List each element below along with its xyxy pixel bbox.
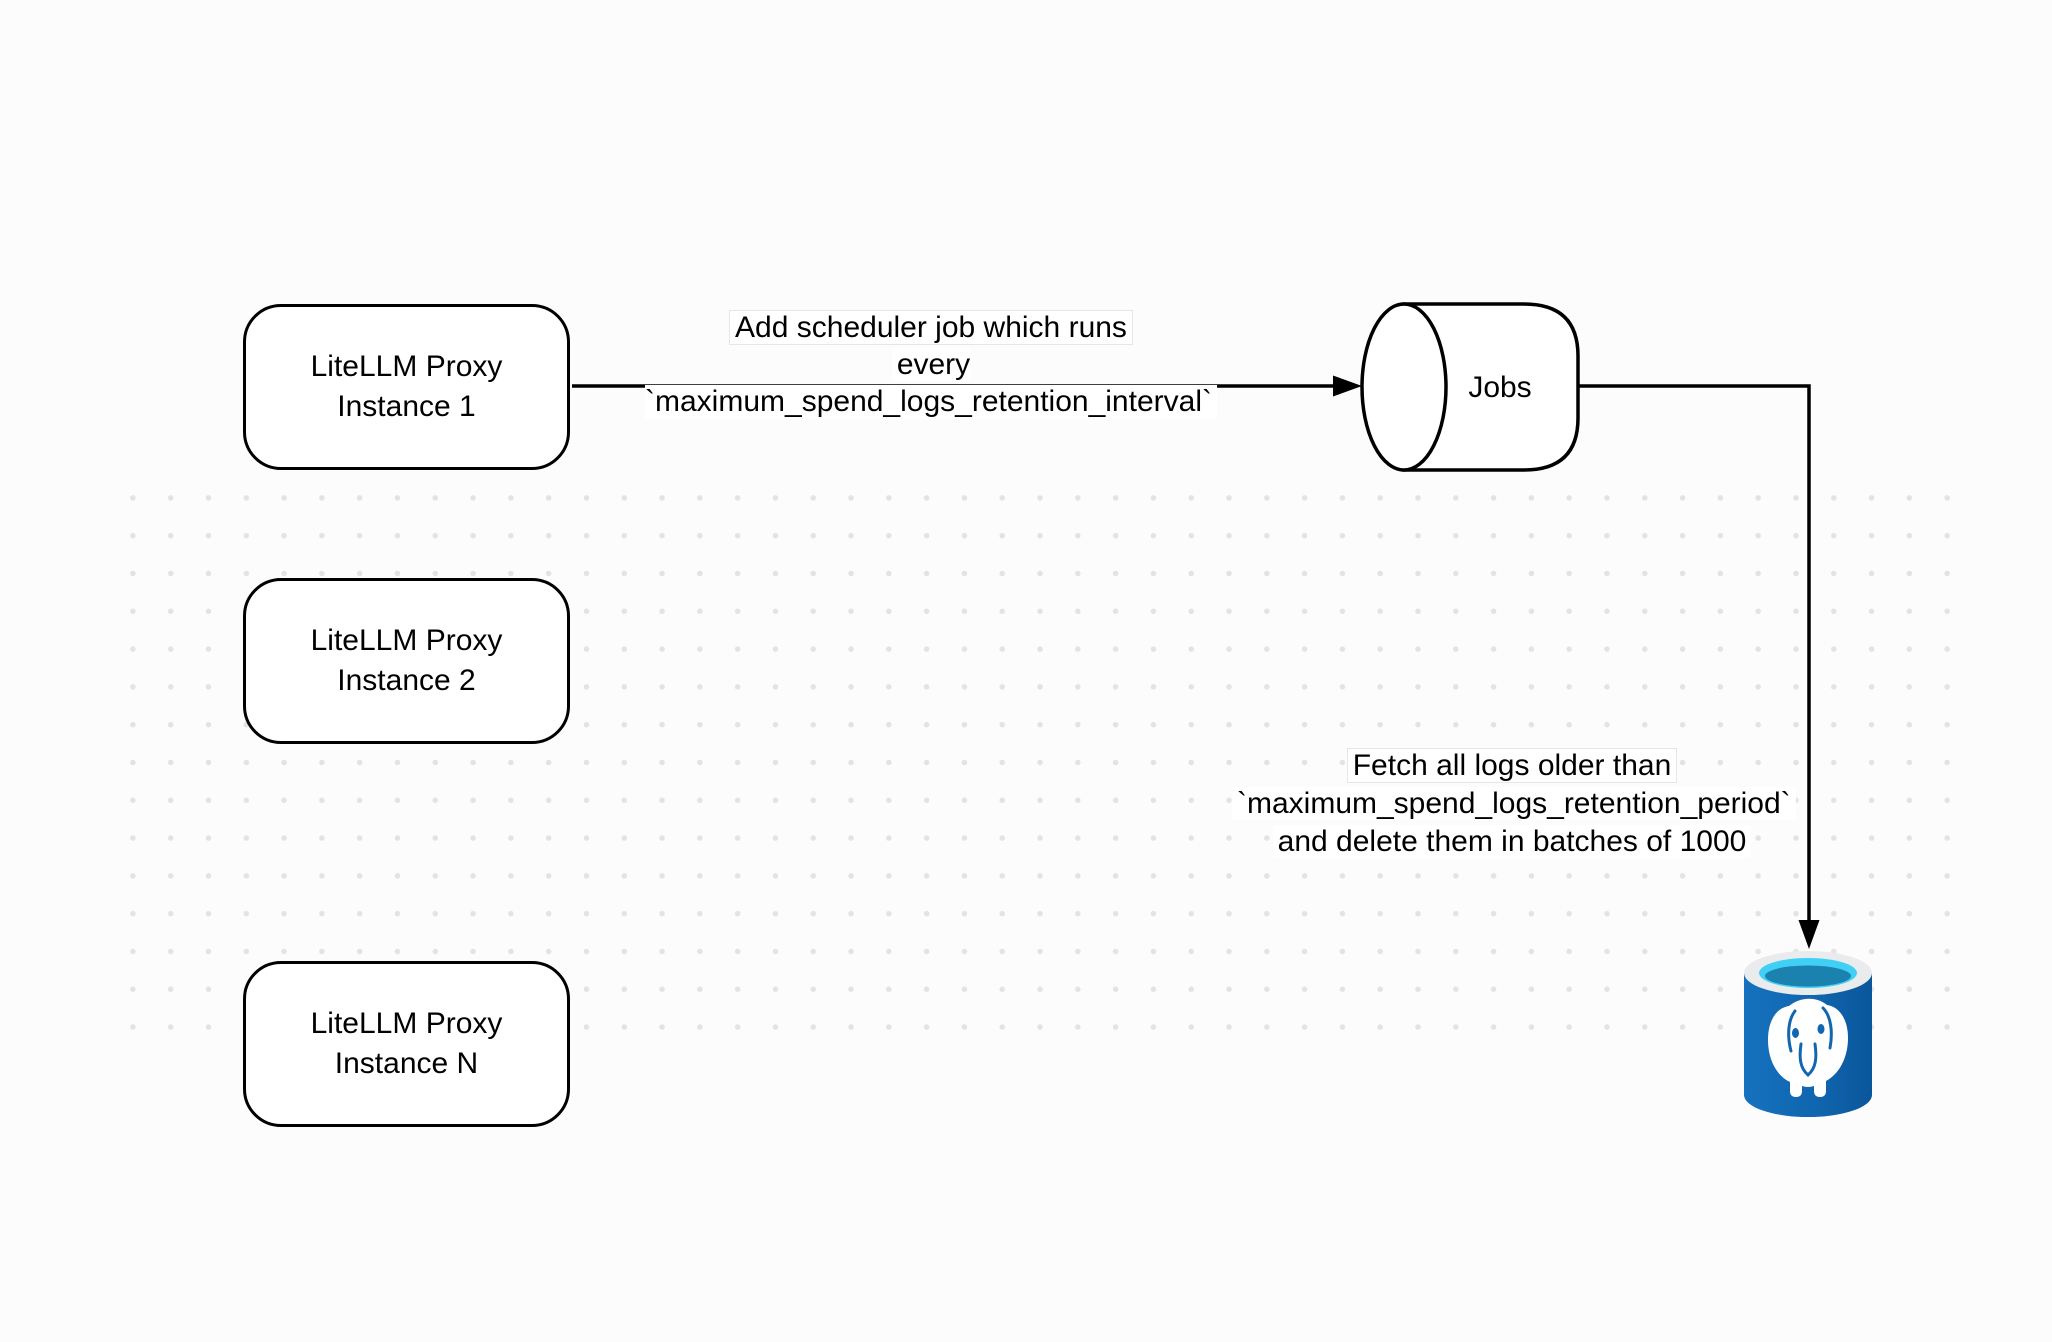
jobs-cylinder-body <box>1402 302 1580 472</box>
postgres-elephant-icon <box>1768 998 1848 1097</box>
proxy-instance-1-node: LiteLLM Proxy Instance 1 <box>243 304 570 470</box>
edge-label-line: every `maximum_spend_logs_retention_inte… <box>645 348 1217 418</box>
jobs-node-label: Jobs <box>1468 371 1532 404</box>
node-label-line1: LiteLLM Proxy <box>310 1007 503 1040</box>
node-label-line2: Instance 1 <box>337 390 476 423</box>
node-label-line2: Instance 2 <box>337 664 476 697</box>
edge-label-line: Fetch all logs older than <box>1346 748 1678 783</box>
edge-label-add-scheduler: Add scheduler job which runs every `maxi… <box>631 309 1231 420</box>
edge-label-line: `maximum_spend_logs_retention_period` <box>1232 787 1796 820</box>
edge-label-line: Add scheduler job which runs <box>729 310 1133 345</box>
proxy-instance-n-node: LiteLLM Proxy Instance N <box>243 961 570 1127</box>
jobs-cylinder-face <box>1360 302 1448 472</box>
edge-label-fetch-logs: Fetch all logs older than `maximum_spend… <box>1232 747 1796 861</box>
edge-label-line: and delete them in batches of 1000 <box>1272 825 1752 858</box>
database-top-water-deep <box>1765 965 1851 987</box>
node-label-line1: LiteLLM Proxy <box>310 624 503 657</box>
proxy-instance-2-node: LiteLLM Proxy Instance 2 <box>243 578 570 744</box>
node-label-line2: Instance N <box>334 1047 479 1080</box>
node-label-line1: LiteLLM Proxy <box>310 350 503 383</box>
jobs-queue-node <box>1360 302 1580 472</box>
postgresql-database-icon <box>1744 951 1872 1117</box>
